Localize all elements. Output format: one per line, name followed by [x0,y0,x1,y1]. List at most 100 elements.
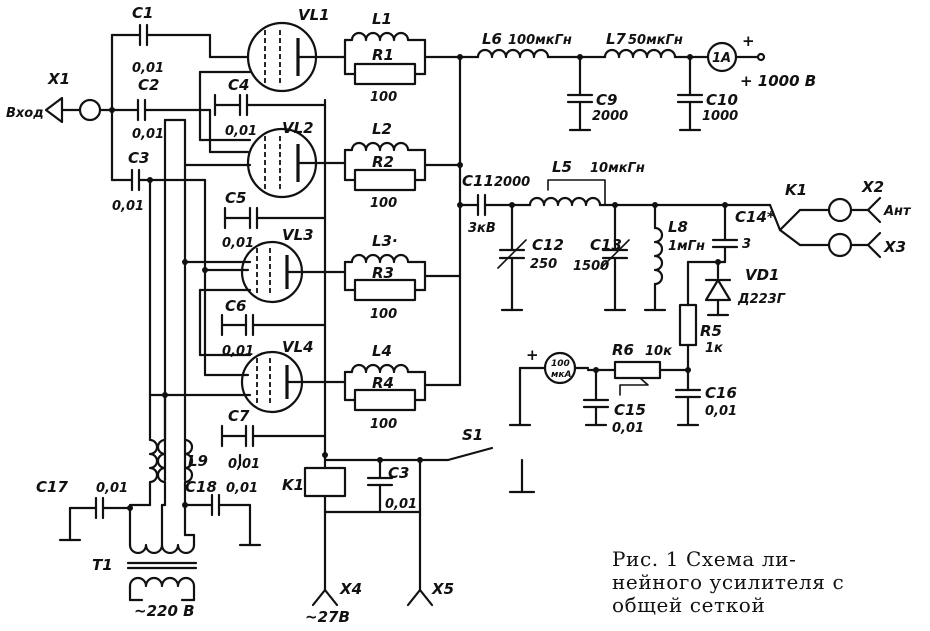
vd1-label: VD1 [745,266,780,284]
l7-value: 50мкГн [628,33,683,48]
c18-label: C18 [185,478,217,496]
l1-label: L1 [372,10,392,28]
r1-value: 100 [370,90,397,105]
c6-value: 0,01 [222,344,254,359]
x4-label: X4 [339,580,362,598]
c10-label: C10 [706,91,738,109]
hv-terminal [756,52,766,62]
c2-label: C2 [138,76,159,94]
plus-label: + [742,32,755,50]
l5-value: 10мкГн [590,161,645,176]
tube-vl4 [240,350,347,414]
vd1-value: Д223Г [737,292,786,307]
anode-network-1 [343,31,462,86]
c5-label: C5 [225,189,246,207]
r4-value: 100 [370,417,397,432]
antenna-label: Ант [883,204,912,219]
l6-label: L6 [482,30,502,48]
v220-label: ~220 В [134,602,195,620]
c5-value: 0,01 [222,236,254,251]
r2-value: 100 [370,196,397,211]
c13-value: 1500 [573,259,609,274]
anode-network-2 [343,141,462,192]
c17-value: 0,01 [96,481,128,496]
s1-label: S1 [462,426,483,444]
c15-label: C15 [614,401,646,419]
choke-l8 [653,226,664,286]
figure-caption: Рис. 1 Схема ли- нейного усилителя с общ… [612,548,912,617]
c11-kv: 3кВ [468,221,496,236]
switch-s1 [446,446,494,462]
vl1-label: VL1 [298,6,330,24]
c9-label: C9 [596,91,617,109]
caption-line-1: Рис. 1 Схема ли- [612,547,797,571]
tank-coil-l5 [528,196,602,207]
c14-label: C14* [735,208,775,226]
l6-value: 100мкГн [508,33,572,48]
c1-value: 0,01 [132,61,164,76]
c3-label: C3 [128,149,149,167]
v27-label: ~27В [305,608,350,626]
r6-label: R6 [612,341,634,359]
vl2-label: VL2 [282,119,314,137]
c3b-label: C3 [388,464,409,482]
microammeter-value: 100 [551,359,570,369]
c9-value: 2000 [592,109,628,124]
l5-label: L5 [552,158,572,176]
c14-value: 3 [742,237,751,252]
resistor-r5 [678,303,698,347]
output-connector-x3 [827,231,882,259]
tube-vl1 [246,21,347,93]
c6-label: C6 [225,297,246,315]
l9-label: L9 [188,452,208,470]
transformer-t1 [126,503,198,602]
choke-l9b [156,393,167,507]
l8-value: 1мГн [668,239,705,254]
c15-value: 0,01 [612,421,644,436]
plus2-label: + [526,346,539,364]
choke-l9a [148,393,159,507]
l3-label: L3· [372,232,398,250]
c12-label: C12 [532,236,564,254]
vl4-label: VL4 [282,338,314,356]
output-connector-x2 [827,196,882,224]
microammeter-unit: мкА [551,370,571,380]
input-connector-x1 [44,96,114,124]
k1-contacts-label: K1 [785,181,807,199]
x3-label: X3 [883,238,906,256]
c7-value: 0,01 [228,457,260,472]
l4-label: L4 [372,342,392,360]
x2-label: X2 [861,178,884,196]
tube-vl2 [246,127,347,199]
r1-label: R1 [372,46,394,64]
r2-label: R2 [372,153,394,171]
choke-l6 [476,48,550,59]
x1-label: X1 [47,70,70,88]
c10-value: 1000 [702,109,738,124]
l8-label: L8 [668,218,688,236]
c4-value: 0,01 [225,124,257,139]
x5-label: X5 [431,580,454,598]
c16-value: 0,01 [705,404,737,419]
input-label: Вход [6,106,44,121]
choke-l7 [603,48,677,59]
c13-label: C13 [590,236,622,254]
l2-label: L2 [372,120,392,138]
r5-value: 1к [705,341,724,356]
anode-network-3 [343,253,462,302]
c3b-value: 0,01 [385,497,417,512]
c11-label: C11 [462,172,494,190]
c16-label: C16 [705,384,737,402]
c1-label: C1 [132,4,153,22]
c12-value: 250 [530,257,557,272]
caption-line-3: общей сеткой [612,593,766,617]
vl3-label: VL3 [282,226,314,244]
c7-label: C7 [228,407,250,425]
l7-label: L7 [606,30,627,48]
potentiometer-r6 [613,360,662,380]
c11-value: 2000 [494,175,530,190]
ammeter-1a-label: 1А [712,51,731,66]
k1-coil-label: K1 [282,476,304,494]
tube-vl3 [240,240,347,304]
